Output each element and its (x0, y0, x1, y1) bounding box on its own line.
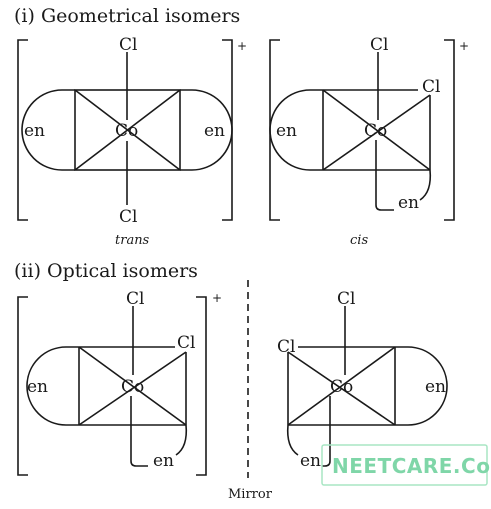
optical-left-en-bond-bottom (130, 396, 148, 467)
optical-left-bracket-r (196, 296, 207, 476)
trans-left-bracket (17, 39, 28, 221)
optical-right-co: Co (330, 377, 353, 397)
optical-isomer-right: Cl Cl Co en en (277, 289, 448, 471)
trans-cl-top: Cl (119, 35, 137, 55)
optical-left-co: Co (121, 377, 144, 397)
cis-caption: cis (350, 233, 368, 248)
optical-right-en-arc (395, 346, 448, 426)
optical-isomer-left: + Cl Cl Co en en (17, 289, 222, 476)
optical-left-cl-right: Cl (177, 333, 195, 353)
cis-cl-right: Cl (422, 77, 440, 97)
trans-caption: trans (115, 233, 150, 248)
optical-charge: + (212, 291, 222, 305)
cis-charge: + (459, 39, 469, 53)
watermark-box (321, 444, 488, 486)
optical-right-en-bond-bottom (322, 396, 331, 467)
optical-left-en-arc-back (175, 424, 188, 456)
cis-en-arc-left (269, 89, 323, 171)
optical-right-en-bottom: en (300, 451, 321, 471)
optical-left-en-bottom: en (153, 451, 174, 471)
optical-isomers-heading: (ii) Optical isomers (14, 260, 198, 282)
trans-en-right: en (204, 121, 225, 141)
optical-left-cl-top: Cl (126, 289, 144, 309)
cis-isomer: + Cl Cl Co en en cis (269, 35, 469, 248)
cis-en-bottom: en (398, 193, 419, 213)
geometrical-isomers-heading: (i) Geometrical isomers (14, 5, 240, 27)
watermark-logo: NEETCARE.Com (332, 454, 491, 478)
optical-left-en-left: en (27, 377, 48, 397)
optical-left-bracket-l (17, 296, 28, 476)
optical-right-en-arc-back (286, 424, 299, 456)
cis-en-arc-back (419, 169, 432, 201)
trans-cl-bottom: Cl (119, 207, 137, 227)
trans-charge: + (237, 39, 247, 53)
trans-co-center: Co (115, 121, 138, 141)
trans-en-arc-right (180, 89, 233, 171)
optical-left-en-arc (26, 346, 79, 426)
trans-en-arc-left (21, 89, 75, 171)
cis-right-bracket (444, 39, 455, 221)
mirror-caption: Mirror (228, 487, 273, 502)
cis-en-left: en (276, 121, 297, 141)
trans-en-left: en (24, 121, 45, 141)
optical-right-cl-left: Cl (277, 337, 295, 357)
cis-co-center: Co (364, 121, 387, 141)
optical-right-en-right: en (425, 377, 446, 397)
optical-right-cl-top: Cl (337, 289, 355, 309)
trans-isomer: + Cl Co Cl en en trans (17, 35, 247, 248)
cis-cl-top: Cl (370, 35, 388, 55)
cis-en-bond-bottom (375, 140, 394, 211)
